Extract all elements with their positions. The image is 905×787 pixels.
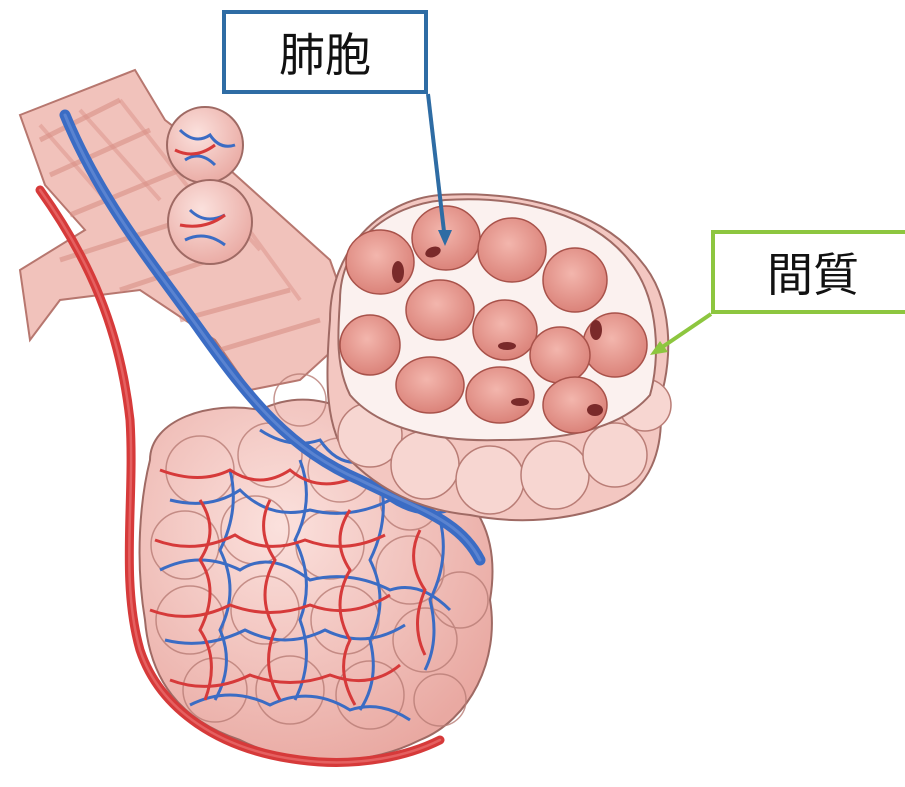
interstitium-label-text: 間質 xyxy=(767,239,859,305)
alveolus-label-text: 肺胞 xyxy=(279,19,371,85)
alveoli-cross-section xyxy=(327,194,671,520)
interstitium-label: 間質 xyxy=(711,230,905,314)
alveolus-label: 肺胞 xyxy=(222,10,428,94)
